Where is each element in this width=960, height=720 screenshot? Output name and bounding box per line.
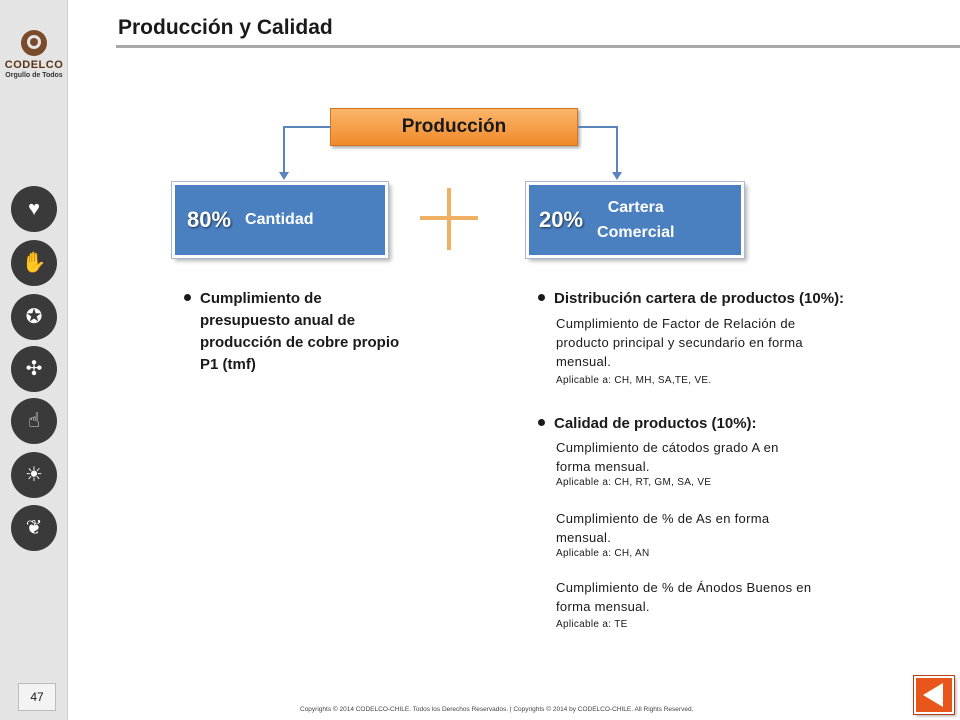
- logo-slogan: Orgullo de Todos: [5, 72, 63, 79]
- portfolio-percent: 20%: [539, 207, 584, 232]
- text-line: Cumplimiento de % de As en forma: [556, 511, 770, 526]
- copyright-footer: Copyrights © 2014 CODELCO-CHILE. Todos l…: [300, 706, 694, 713]
- production-quantity-bullet: Cumplimiento de presupuesto anual de pro…: [184, 288, 424, 376]
- page-number: 47: [18, 683, 56, 711]
- quantity-box: 80% Cantidad: [172, 182, 388, 258]
- codelco-logo-mark: [21, 30, 47, 56]
- codelco-logo: CODELCO Orgullo de Todos: [4, 30, 64, 79]
- text-line: Cumplimiento de cátodos grado A en: [556, 440, 779, 455]
- text-line: mensual.: [556, 530, 612, 545]
- handshake-icon: ✋: [11, 240, 57, 286]
- distribution-applies: Aplicable a: CH, MH, SA,TE, VE.: [556, 375, 712, 386]
- connector-left-horizontal: [283, 126, 331, 128]
- portfolio-box: 20% Cartera Comercial: [526, 182, 744, 258]
- leaf-hand-icon: ❦: [11, 505, 57, 551]
- quality-heading: Calidad de productos (10%):: [538, 413, 838, 435]
- title-divider: [116, 45, 960, 48]
- text-line: forma mensual.: [556, 459, 650, 474]
- text-line: Cumplimiento de % de Ánodos Buenos en: [556, 580, 812, 595]
- logo-name: CODELCO: [4, 59, 64, 71]
- bullet-dot: [538, 293, 545, 301]
- distribution-heading: Distribución cartera de productos (10%):: [538, 288, 898, 310]
- text-line: forma mensual.: [556, 599, 650, 614]
- quality-item-cathodes-applies: Aplicable a: CH, RT, GM, SA, VE: [556, 477, 712, 488]
- distribution-title: Distribución cartera de productos (10%):: [554, 290, 845, 307]
- production-header-box: Producción: [330, 108, 578, 146]
- bullet-line: presupuesto anual de: [200, 312, 356, 329]
- quality-item-arsenic: Cumplimiento de % de As en forma mensual…: [556, 509, 856, 547]
- bullet-dot: [538, 418, 545, 426]
- sidebar: CODELCO Orgullo de Todos ♥ ✋ ✪ ✣ ☝ ☀ ❦ 4…: [0, 0, 68, 720]
- ok-hand-icon: ☝: [11, 398, 57, 444]
- quantity-label: Cantidad: [245, 211, 314, 228]
- plus-icon-horizontal: [420, 216, 478, 220]
- connector-left-vertical: [283, 126, 285, 174]
- bullet-dot: [184, 293, 191, 301]
- arrows-hand-icon: ✣: [11, 346, 57, 392]
- distribution-description: Cumplimiento de Factor de Relación de pr…: [556, 314, 856, 371]
- portfolio-label-line1: Cartera: [607, 199, 664, 216]
- bullet-line: Cumplimiento de: [200, 290, 322, 307]
- lightbulb-hand-icon: ☀: [11, 452, 57, 498]
- back-arrow-icon: [922, 683, 943, 707]
- quality-item-arsenic-applies: Aplicable a: CH, AN: [556, 548, 650, 559]
- bullet-line: P1 (tmf): [200, 356, 256, 373]
- arrow-down-right-icon: [612, 172, 622, 180]
- bullet-line: producción de cobre propio: [200, 334, 400, 351]
- page-title: Producción y Calidad: [118, 16, 333, 39]
- connector-right-vertical: [616, 126, 618, 174]
- back-button[interactable]: [914, 676, 954, 714]
- text-line: mensual.: [556, 354, 612, 369]
- connector-right-horizontal: [578, 126, 618, 128]
- text-line: Cumplimiento de Factor de Relación de: [556, 316, 796, 331]
- medal-hand-icon: ✪: [11, 294, 57, 340]
- arrow-down-left-icon: [279, 172, 289, 180]
- quality-item-anodes-applies: Aplicable a: TE: [556, 619, 628, 630]
- quantity-percent: 80%: [187, 207, 232, 232]
- portfolio-label-line2: Comercial: [597, 224, 675, 241]
- quality-item-anodes: Cumplimiento de % de Ánodos Buenos en fo…: [556, 578, 856, 616]
- text-line: producto principal y secundario en forma: [556, 335, 803, 350]
- quality-title: Calidad de productos (10%):: [554, 415, 757, 432]
- quality-item-cathodes: Cumplimiento de cátodos grado A en forma…: [556, 438, 856, 476]
- portfolio-label: Cartera Comercial: [597, 195, 674, 245]
- heart-hand-icon: ♥: [11, 186, 57, 232]
